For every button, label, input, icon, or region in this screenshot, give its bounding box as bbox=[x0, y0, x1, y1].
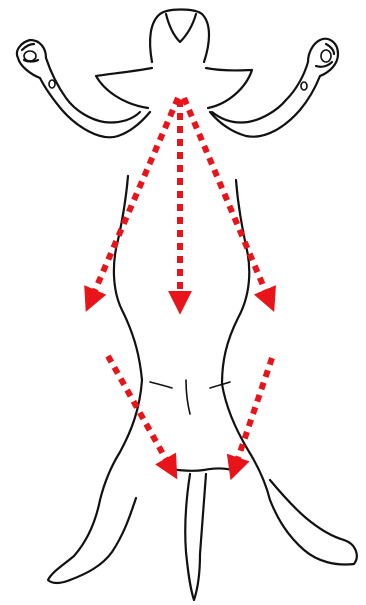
hip-crease-right bbox=[210, 382, 230, 388]
right-arm bbox=[210, 39, 338, 137]
left-foot bbox=[70, 498, 136, 580]
abdomen-crease bbox=[186, 380, 190, 414]
right-paw-pad bbox=[321, 50, 331, 62]
right-wrist-mark bbox=[301, 82, 307, 90]
hip-crease-left bbox=[150, 382, 172, 388]
arrow-lower-right bbox=[234, 358, 272, 470]
right-foot bbox=[270, 480, 344, 540]
left-ear bbox=[96, 68, 152, 108]
left-paw-pad bbox=[24, 51, 36, 61]
incision-arrows bbox=[90, 98, 272, 470]
snout-detail bbox=[166, 14, 196, 42]
tail-outline bbox=[185, 474, 206, 600]
torso-right bbox=[222, 180, 357, 564]
right-ear bbox=[206, 68, 252, 108]
left-wrist-mark bbox=[49, 80, 55, 88]
left-arm bbox=[17, 40, 150, 137]
arrow-lower-left bbox=[108, 356, 172, 470]
head-outline bbox=[150, 10, 209, 63]
